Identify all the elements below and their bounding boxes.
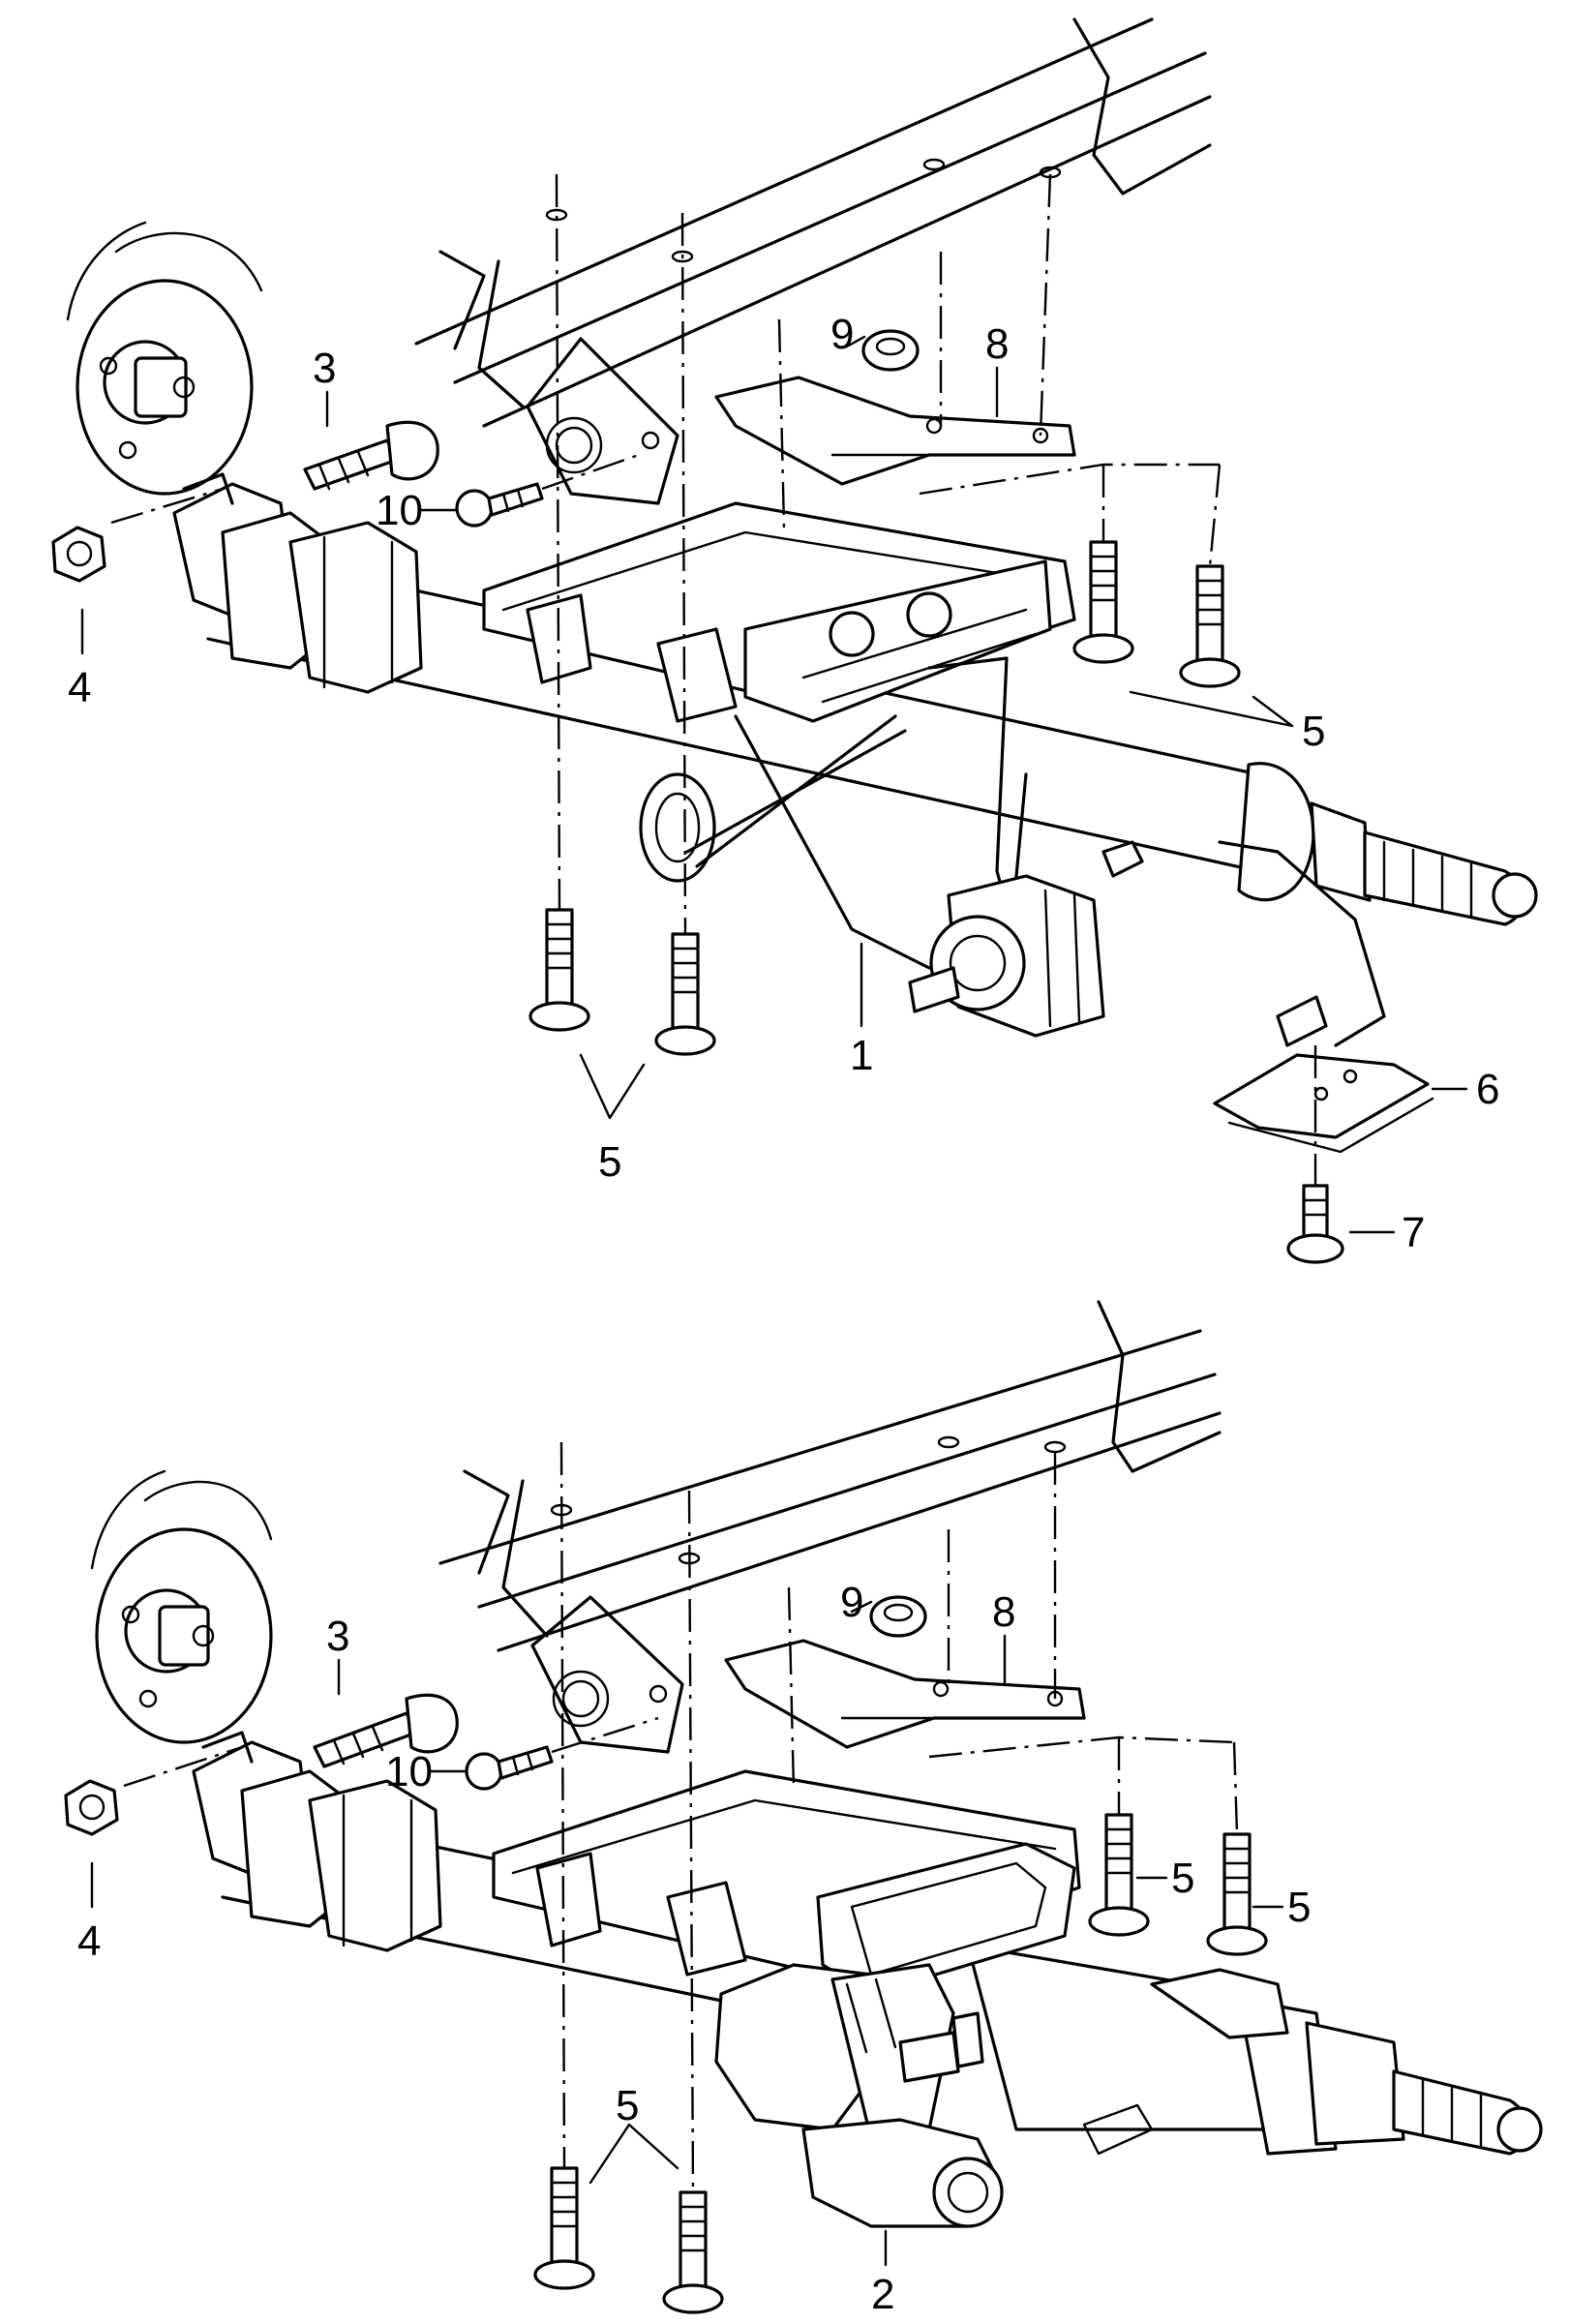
mounting-carrier-bottom [492, 1769, 1081, 1996]
callout-4-top: 4 [68, 664, 91, 711]
bolt-7-top [1286, 1184, 1344, 1264]
callouts-bottom: 2 3 4 5 5 5 8 9 10 [77, 1579, 1311, 2318]
bracket-8-bottom [724, 1639, 1086, 1749]
bracket-6-top [1101, 840, 1434, 1154]
steering-lock-unit-bottom [714, 1963, 1154, 2228]
universal-joint-top [172, 472, 423, 694]
steering-hub-top [66, 221, 263, 496]
bolt-5-bottom-4 [1206, 1832, 1268, 1956]
leader-lines-bottom [90, 1600, 1284, 2267]
gusset-plate-top [526, 337, 679, 505]
callout-3-bottom: 3 [326, 1613, 349, 1660]
center-lines-bottom [123, 1441, 1239, 2193]
bolt-3-bottom [313, 1693, 459, 1768]
callout-5-top-bottom: 5 [598, 1138, 621, 1186]
bolt-5-top-1 [528, 908, 590, 1032]
callouts-top: 1 3 4 5 5 6 7 8 9 10 [68, 311, 1499, 1256]
callout-5-bottom-center: 5 [1171, 1855, 1194, 1902]
mounting-carrier-top [482, 501, 1076, 723]
clamp-adjuster-top [908, 874, 1105, 1038]
nut-9-bottom [869, 1595, 927, 1638]
callout-5-top-right: 5 [1302, 708, 1325, 755]
leader-lines-top [80, 335, 1468, 1234]
callout-6-top: 6 [1476, 1066, 1499, 1113]
callout-8-bottom: 8 [992, 1588, 1015, 1636]
callout-5-bottom-left: 5 [616, 2082, 639, 2129]
nut-4-top [51, 526, 106, 583]
callout-10-top: 10 [376, 487, 423, 534]
steering-hub-bottom [90, 1469, 273, 1744]
nut-9-top [861, 329, 920, 372]
crossbar-bottom [438, 1300, 1222, 1652]
callout-10-bottom: 10 [385, 1748, 433, 1796]
bolt-5-top-3 [1072, 540, 1134, 664]
bolt-5-top-4 [1179, 564, 1241, 688]
bottom-view: 2 3 4 5 5 5 8 9 10 [64, 1300, 1543, 2318]
callout-4-bottom: 4 [77, 1917, 101, 1965]
center-lines-top [110, 173, 1317, 1186]
gusset-plate-bottom [530, 1595, 684, 1754]
callout-2-bottom: 2 [871, 2271, 894, 2318]
bolt-5-bottom-2 [662, 2190, 724, 2314]
column-tube-bottom [211, 1798, 1543, 2156]
bolt-5-bottom-3 [1088, 1813, 1150, 1937]
callout-5-bottom-right: 5 [1287, 1884, 1311, 1931]
callout-7-top: 7 [1402, 1209, 1425, 1256]
bolt-5-top-2 [654, 932, 716, 1056]
universal-joint-bottom [192, 1731, 442, 1952]
bolts-5-top [528, 540, 1241, 1056]
nut-4-bottom [64, 1779, 119, 1836]
callout-3-top: 3 [313, 345, 336, 392]
callout-8-top: 8 [985, 320, 1009, 368]
screw-10-top [455, 482, 544, 528]
crossbar-top [414, 17, 1212, 428]
callout-9-bottom: 9 [840, 1579, 863, 1626]
bolt-5-bottom-1 [533, 2166, 595, 2290]
bolt-3-top [303, 420, 439, 491]
screw-10-bottom [465, 1745, 554, 1791]
callout-9-top: 9 [830, 311, 854, 358]
bracket-8-top [714, 376, 1076, 486]
callout-1-top: 1 [850, 1032, 873, 1079]
top-view: 1 3 4 5 5 6 7 8 9 10 [51, 17, 1538, 1264]
